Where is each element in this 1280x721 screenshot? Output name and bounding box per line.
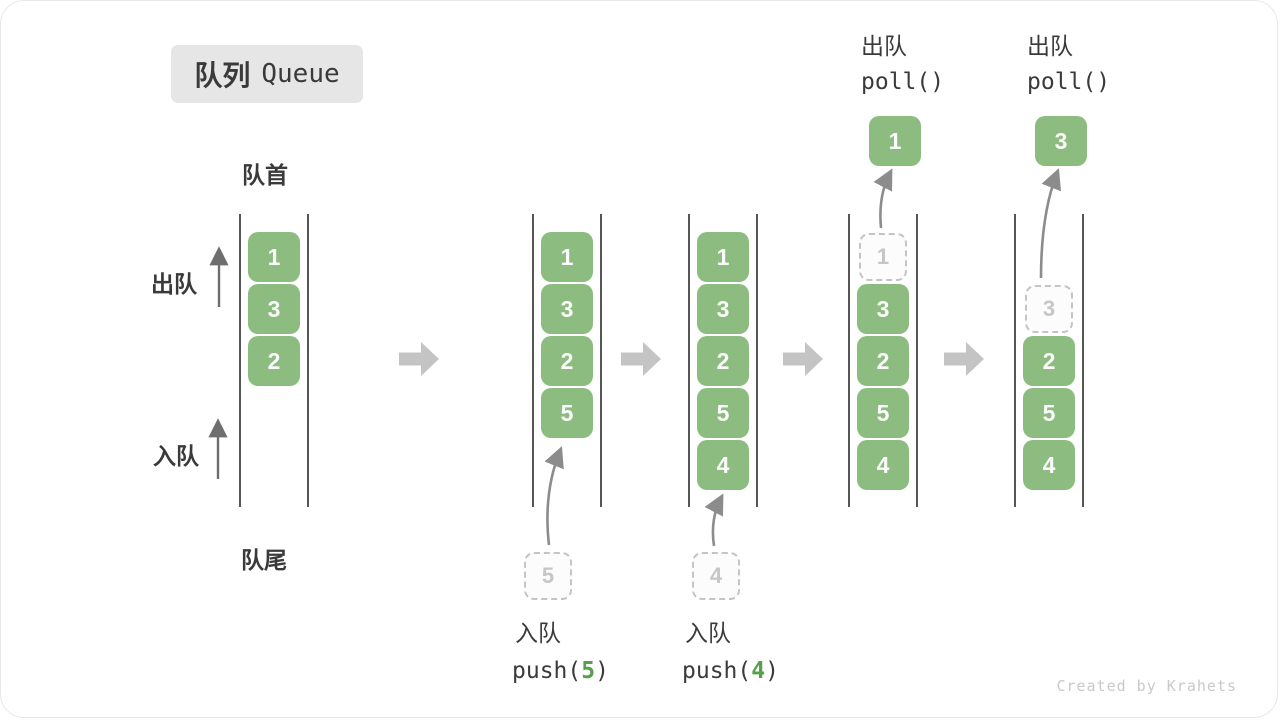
op-code-arg: 4: [751, 658, 766, 684]
title-zh: 队列: [194, 60, 251, 91]
outgoing-item: 1: [869, 116, 921, 166]
queue-item: 1: [541, 232, 593, 282]
label-enqueue-side: 入队: [153, 443, 199, 469]
title-badge: 队列 Queue: [171, 45, 363, 103]
op-dequeue-label: 出队: [1027, 33, 1073, 59]
op-enqueue-label: 入队: [685, 620, 731, 646]
queue-item: 5: [697, 388, 749, 438]
queue-item: 5: [1023, 388, 1075, 438]
queue-item: 2: [541, 336, 593, 386]
state-transition-arrow-icon: [399, 342, 439, 376]
queue-item: 5: [541, 388, 593, 438]
op-dequeue-code: poll(): [861, 69, 945, 95]
op-code-arg: 5: [581, 658, 596, 684]
op-enqueue-label: 入队: [515, 620, 561, 646]
queue-state-5: 3 2 5 4: [1014, 214, 1084, 507]
incoming-item: 4: [692, 552, 740, 600]
queue-item: 3: [857, 284, 909, 334]
queue-item-ghost: 3: [1025, 285, 1073, 333]
queue-item: 2: [857, 336, 909, 386]
queue-state-1: 1 3 2: [239, 214, 309, 507]
queue-item: 1: [697, 232, 749, 282]
op-enqueue-code: push(5): [512, 660, 609, 683]
queue-item: 3: [541, 284, 593, 334]
op-code-close: ): [595, 658, 609, 684]
op-dequeue-label: 出队: [861, 33, 907, 59]
queue-item: 2: [1023, 336, 1075, 386]
op-code-fn: push(: [512, 658, 582, 684]
state-transition-arrow-icon: [783, 342, 823, 376]
op-code-close: ): [765, 658, 779, 684]
op-dequeue-code: poll(): [1027, 69, 1111, 95]
queue-item: 1: [248, 232, 300, 282]
outgoing-item: 3: [1035, 116, 1087, 166]
label-dequeue-side: 出队: [151, 271, 197, 297]
queue-state-3: 1 3 2 5 4: [688, 214, 758, 507]
op-enqueue-code: push(4): [682, 660, 779, 683]
queue-state-2: 1 3 2 5: [532, 214, 602, 507]
queue-item: 4: [857, 440, 909, 490]
queue-item: 5: [857, 388, 909, 438]
label-queue-rear: 队尾: [241, 547, 287, 573]
state-transition-arrow-icon: [621, 342, 661, 376]
queue-item: 2: [248, 336, 300, 386]
watermark: Created by Krahets: [1056, 677, 1237, 695]
queue-item-ghost: 1: [859, 233, 907, 281]
title-en: Queue: [261, 59, 340, 89]
queue-state-4: 1 3 2 5 4: [848, 214, 918, 507]
incoming-item: 5: [524, 552, 572, 600]
state-transition-arrow-icon: [944, 342, 984, 376]
label-queue-front: 队首: [242, 162, 288, 188]
queue-item: 2: [697, 336, 749, 386]
queue-item: 3: [697, 284, 749, 334]
queue-item: 4: [1023, 440, 1075, 490]
op-code-fn: push(: [682, 658, 752, 684]
queue-item: 3: [248, 284, 300, 334]
queue-item: 4: [697, 440, 749, 490]
